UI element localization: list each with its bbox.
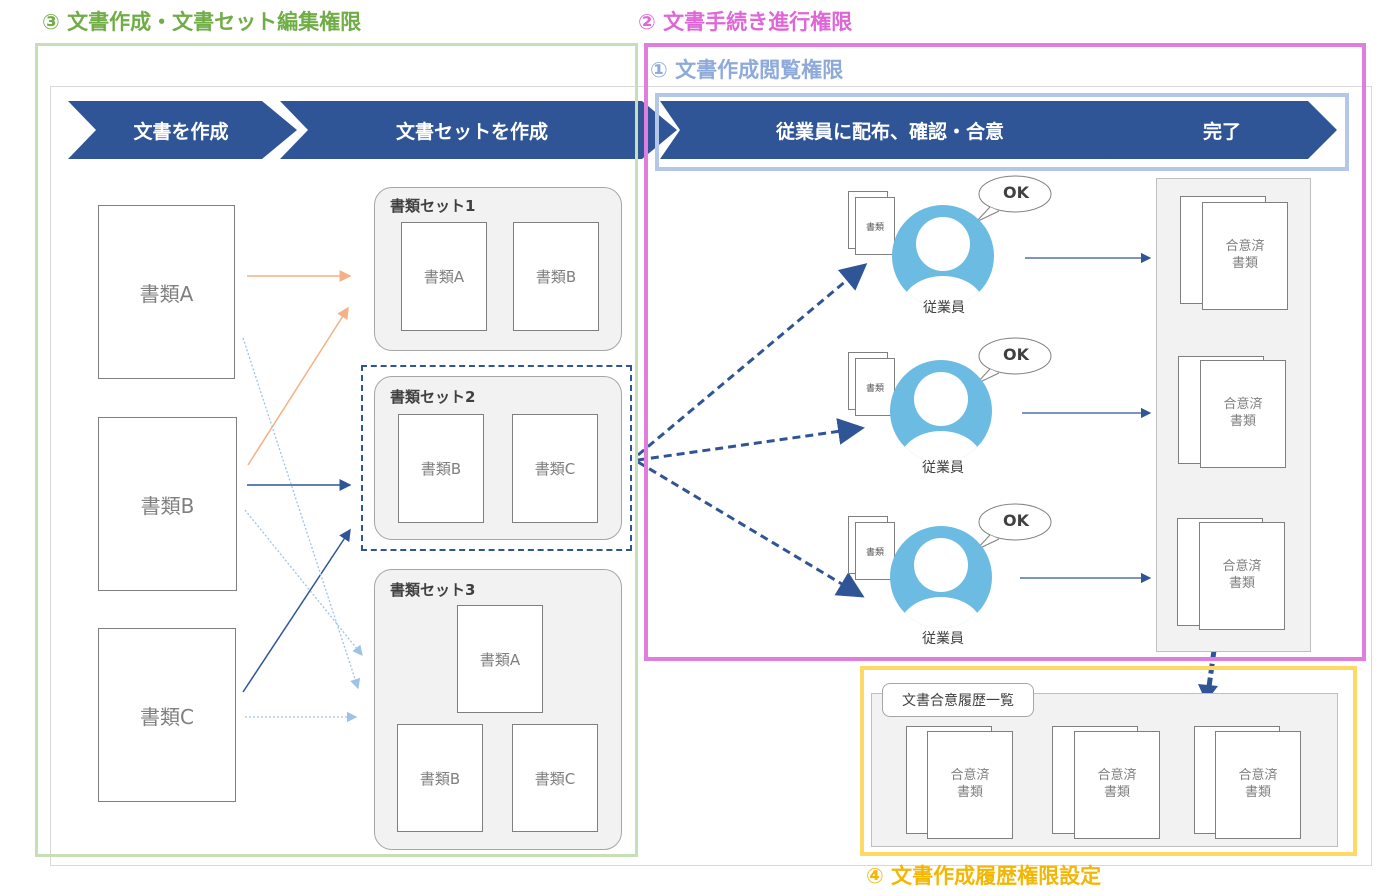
- employee-2: 書類 従業員: [848, 352, 1008, 480]
- document-b: 書類B: [98, 417, 237, 591]
- history-permission-frame: [860, 666, 1357, 856]
- step-label-complete: 完了: [1202, 120, 1241, 143]
- speech-bubble-3: [975, 503, 1052, 551]
- edit-permission-frame: [35, 43, 638, 857]
- edit-permission-title: ③ 文書作成・文書セット編集権限: [42, 10, 362, 34]
- history-doc-2: 合意済書類: [1074, 731, 1160, 839]
- outer-canvas: [50, 86, 1372, 866]
- completed-doc-1: 合意済書類: [1202, 202, 1288, 310]
- employee-3: 書類 従業員: [848, 516, 1008, 648]
- history-doc-3: 合意済書類: [1215, 731, 1301, 839]
- arrow-b-to-set3: [244, 509, 363, 657]
- employee-2-name: 従業員: [922, 460, 964, 476]
- arrow-c-to-set2: [242, 528, 351, 693]
- history-doc-1: 合意済書類: [927, 731, 1013, 839]
- set-2-doc-c: 書類C: [512, 414, 598, 523]
- distribute-arrow-1: [637, 263, 868, 457]
- reply-2: OK: [1003, 345, 1029, 364]
- step-arrow-create-set: [280, 101, 677, 159]
- set-1-doc-a: 書類A: [401, 222, 487, 331]
- set-1-doc-b: 書類B: [513, 222, 599, 331]
- employee-2-doc: 書類: [855, 358, 895, 416]
- set-3-doc-b: 書類B: [397, 724, 483, 832]
- set-1-label: 書類セット1: [390, 197, 476, 215]
- employee-1-doc: 書類: [855, 197, 895, 255]
- employee-3-name: 従業員: [922, 631, 964, 647]
- completed-doc-3: 合意済書類: [1199, 522, 1285, 630]
- history-label: 文書合意履歴一覧: [902, 693, 1014, 709]
- progress-permission-title: ② 文書手続き進行権限: [638, 10, 853, 34]
- reply-1: OK: [1003, 183, 1029, 202]
- distribute-arrow-3: [637, 460, 865, 598]
- step-label-create-doc: 文書を作成: [133, 120, 229, 143]
- step-label-distribute: 従業員に配布、確認・合意: [775, 120, 1004, 143]
- view-permission-title: ① 文書作成閲覧権限: [650, 58, 844, 82]
- document-c: 書類C: [98, 628, 236, 802]
- arrow-b-to-set1: [247, 306, 349, 466]
- step-arrow-complete: [1106, 101, 1337, 159]
- history-tab: 文書合意履歴一覧: [882, 683, 1034, 717]
- person-icon: [892, 205, 994, 307]
- employee-1-name: 従業員: [923, 300, 965, 316]
- set-2-selection: [361, 365, 632, 551]
- set-2-label: 書類セット2: [390, 388, 476, 406]
- set-2-doc-b: 書類B: [398, 414, 484, 523]
- employee-1: 書類 従業員: [848, 191, 1008, 319]
- set-3-label: 書類セット3: [390, 581, 476, 599]
- completed-doc-2: 合意済書類: [1200, 360, 1286, 468]
- history-permission-title: ④ 文書作成履歴権限設定: [866, 864, 1102, 888]
- progress-permission-frame: [644, 43, 1366, 661]
- person-icon: [890, 360, 992, 462]
- reply-3: OK: [1003, 511, 1029, 530]
- speech-bubble-1: [975, 175, 1052, 223]
- step-arrow-create-doc: [68, 101, 297, 159]
- distribute-arrow-2: [637, 418, 865, 462]
- step-arrow-distribute: [660, 101, 1137, 159]
- arrow-a-to-set3: [242, 337, 361, 690]
- set-3-doc-c: 書類C: [512, 724, 598, 832]
- person-icon: [890, 526, 992, 628]
- document-a: 書類A: [98, 205, 235, 379]
- set-3-doc-a: 書類A: [457, 605, 543, 713]
- step-label-create-set: 文書セットを作成: [395, 120, 548, 143]
- view-permission-frame: [655, 93, 1349, 171]
- employee-3-doc: 書類: [855, 522, 895, 580]
- speech-bubble-2: [975, 337, 1052, 385]
